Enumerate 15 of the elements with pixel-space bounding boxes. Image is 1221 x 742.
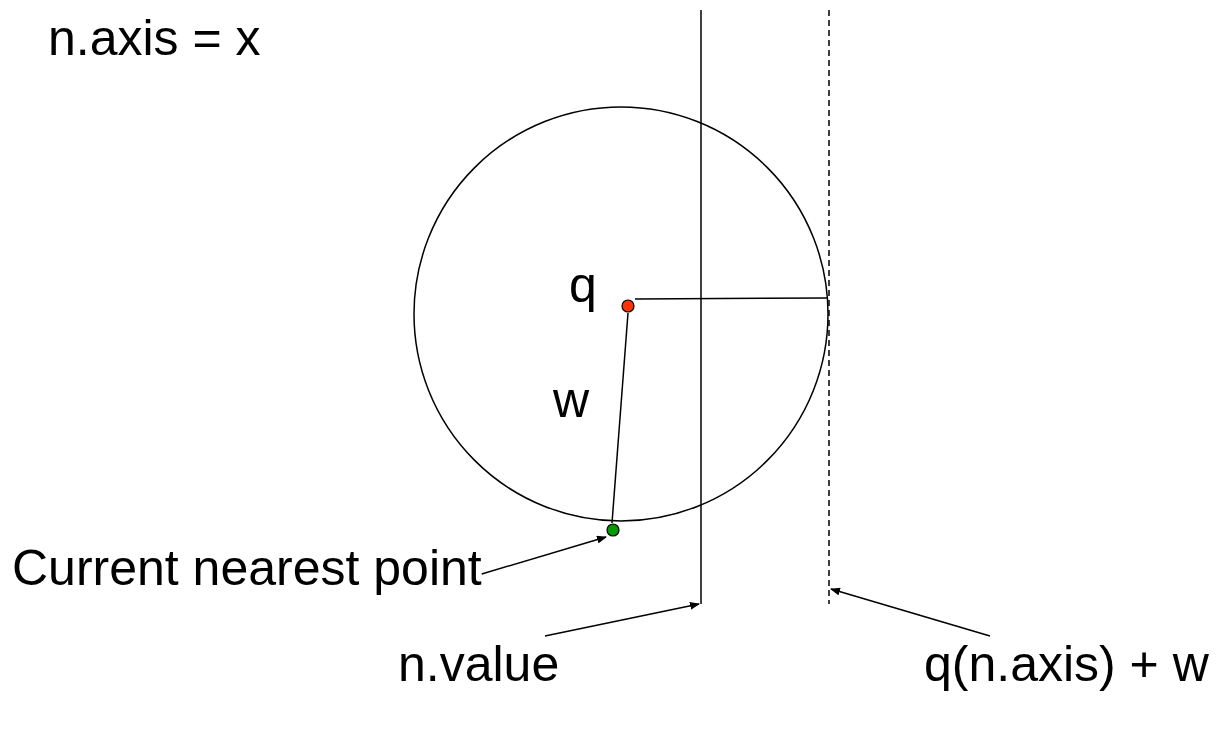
vertical-line [699,10,703,604]
annotation-label: q(n.axis) + w [924,636,1209,692]
point-dot [606,523,620,537]
axis-note: n.axis = x [48,10,261,66]
connector-line [634,297,828,300]
leader-arrow [544,601,700,637]
dashed-line [827,10,831,604]
point-label: q [569,257,597,313]
circle-outline [413,106,829,522]
annotation-label: n.value [398,636,560,692]
annotation-label: Current nearest point [12,540,482,596]
edge-label: w [553,372,590,428]
connector-line [611,312,629,524]
leader-arrow [830,587,991,637]
leader-arrow [480,535,607,575]
